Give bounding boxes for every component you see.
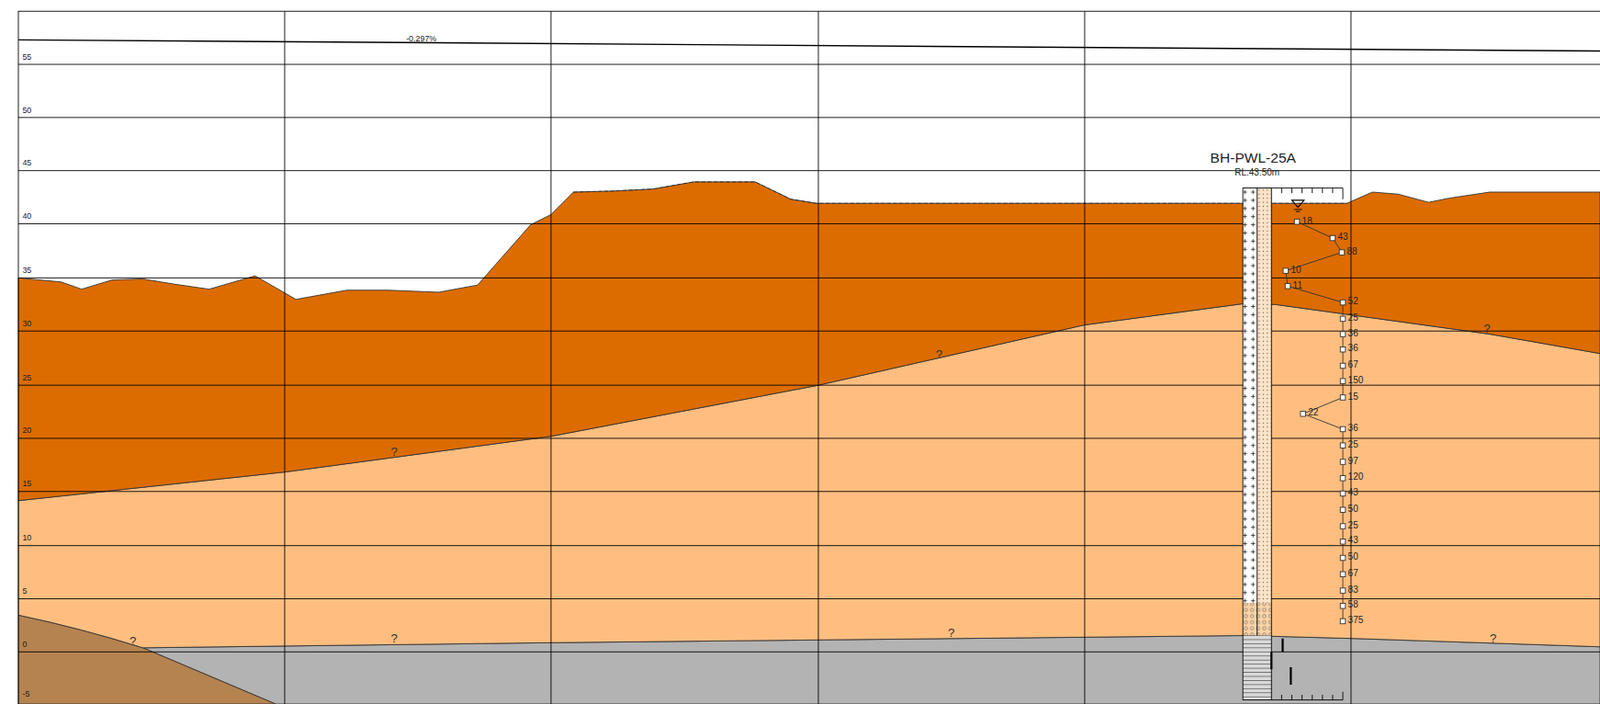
elevation-label: 55 bbox=[22, 53, 32, 62]
spt-value: 58 bbox=[1348, 599, 1359, 609]
elevation-label: 45 bbox=[22, 158, 32, 168]
elevation-label: 0 bbox=[22, 640, 27, 649]
spt-line bbox=[1285, 221, 1343, 621]
spt-marker bbox=[1340, 362, 1346, 369]
borehole-level: RL.43.50m bbox=[1234, 168, 1280, 178]
elevation-label: 15 bbox=[22, 479, 32, 488]
spt-marker bbox=[1340, 378, 1346, 384]
spt-value: 50 bbox=[1348, 552, 1359, 562]
spt-marker bbox=[1340, 618, 1346, 624]
elevation-label: 35 bbox=[22, 266, 32, 275]
spt-marker bbox=[1340, 523, 1346, 530]
spt-value: 52 bbox=[1348, 296, 1359, 306]
elevation-label: 50 bbox=[22, 106, 32, 115]
elevation-label: 25 bbox=[22, 373, 32, 383]
spt-marker bbox=[1284, 283, 1291, 290]
spt-marker bbox=[1340, 299, 1346, 305]
spt-value: 25 bbox=[1348, 520, 1359, 530]
spt-marker bbox=[1340, 490, 1346, 496]
spt-marker bbox=[1340, 571, 1346, 577]
spt-value: 97 bbox=[1348, 456, 1359, 466]
spt-marker bbox=[1340, 426, 1346, 432]
spt-marker bbox=[1340, 346, 1346, 352]
spt-value: 22 bbox=[1307, 407, 1319, 417]
spt-value: 43 bbox=[1337, 232, 1348, 242]
spt-value: 120 bbox=[1348, 472, 1364, 482]
spt-marker bbox=[1340, 394, 1346, 401]
spt-value: 36 bbox=[1348, 343, 1359, 353]
spt-marker bbox=[1340, 315, 1346, 322]
elevation-label: -5 bbox=[22, 689, 30, 699]
spt-marker bbox=[1300, 410, 1307, 417]
spt-value: 10 bbox=[1290, 265, 1301, 275]
spt-value: 150 bbox=[1348, 375, 1364, 385]
spt-value: 50 bbox=[1348, 504, 1359, 514]
grade-label: -0.297% bbox=[405, 34, 437, 44]
spt-value: 43 bbox=[1348, 487, 1359, 497]
spt-value: 11 bbox=[1293, 281, 1303, 291]
elevation-label: 5 bbox=[22, 586, 27, 596]
spt-marker bbox=[1340, 554, 1346, 561]
spt-marker bbox=[1340, 442, 1346, 449]
spt-value: 25 bbox=[1348, 313, 1359, 323]
elevation-label: 10 bbox=[22, 533, 32, 542]
uncertain-mark: ? bbox=[1489, 631, 1497, 644]
spt-marker bbox=[1340, 475, 1346, 482]
spt-value: 67 bbox=[1348, 568, 1359, 578]
spt-value: 83 bbox=[1348, 585, 1359, 595]
spt-value: 375 bbox=[1348, 615, 1364, 625]
uncertain-mark: ? bbox=[935, 348, 943, 361]
spt-marker bbox=[1340, 538, 1346, 544]
spt-marker bbox=[1340, 602, 1346, 609]
spt-marker bbox=[1339, 249, 1345, 256]
elevation-label: 30 bbox=[22, 319, 32, 328]
spt-value: 43 bbox=[1348, 535, 1359, 545]
spt-marker bbox=[1294, 218, 1300, 225]
spt-value: 36 bbox=[1348, 423, 1359, 433]
elevation-label: 40 bbox=[22, 212, 32, 221]
spt-value: 18 bbox=[1302, 216, 1313, 226]
uncertain-mark: ? bbox=[1483, 322, 1490, 335]
uncertain-mark: ? bbox=[391, 445, 398, 458]
spt-value: 25 bbox=[1348, 439, 1359, 450]
spt-value: 15 bbox=[1348, 392, 1359, 402]
spt-marker bbox=[1340, 459, 1346, 465]
spt-value: 88 bbox=[1346, 247, 1357, 257]
spt-value: 67 bbox=[1348, 360, 1359, 370]
uncertain-mark: ? bbox=[391, 631, 398, 644]
elevation-label: 20 bbox=[22, 426, 32, 435]
spt-marker bbox=[1340, 587, 1346, 594]
spt-marker bbox=[1283, 268, 1289, 274]
spt-marker bbox=[1340, 507, 1346, 513]
spt-value: 36 bbox=[1348, 328, 1359, 339]
borehole-name: BH-PWL-25A bbox=[1210, 150, 1296, 166]
uncertain-mark: ? bbox=[947, 626, 955, 639]
spt-marker bbox=[1329, 235, 1336, 241]
spt-marker bbox=[1340, 331, 1346, 338]
uncertain-mark: ? bbox=[129, 634, 136, 647]
